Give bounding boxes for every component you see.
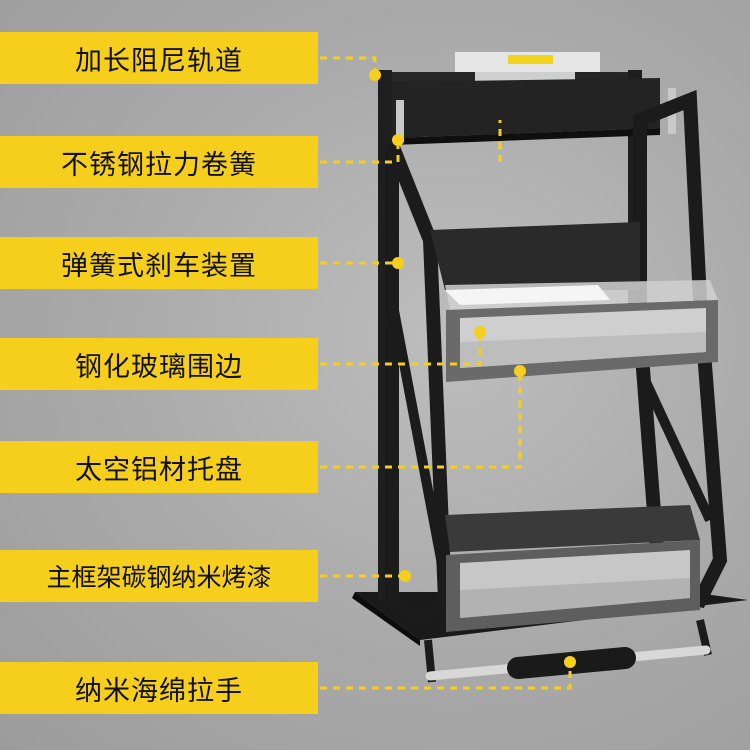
spring-left (396, 100, 404, 142)
label-steel-spring: 不锈钢拉力卷簧 (0, 136, 318, 188)
callout-dots (369, 69, 576, 668)
label-sponge-handle: 纳米海绵拉手 (0, 662, 318, 714)
side-frame-right (633, 89, 728, 609)
label-damping-rail: 加长阻尼轨道 (0, 32, 318, 84)
label-brake-device: 弹簧式刹车装置 (0, 237, 318, 289)
callout-lines (320, 56, 572, 690)
top-frame (392, 78, 660, 138)
label-glass-edge: 钢化玻璃围边 (0, 338, 318, 390)
label-aluminium-tray: 太空铝材托盘 (0, 441, 318, 493)
label-main-frame: 主框架碳钢纳米烤漆 (0, 550, 318, 602)
